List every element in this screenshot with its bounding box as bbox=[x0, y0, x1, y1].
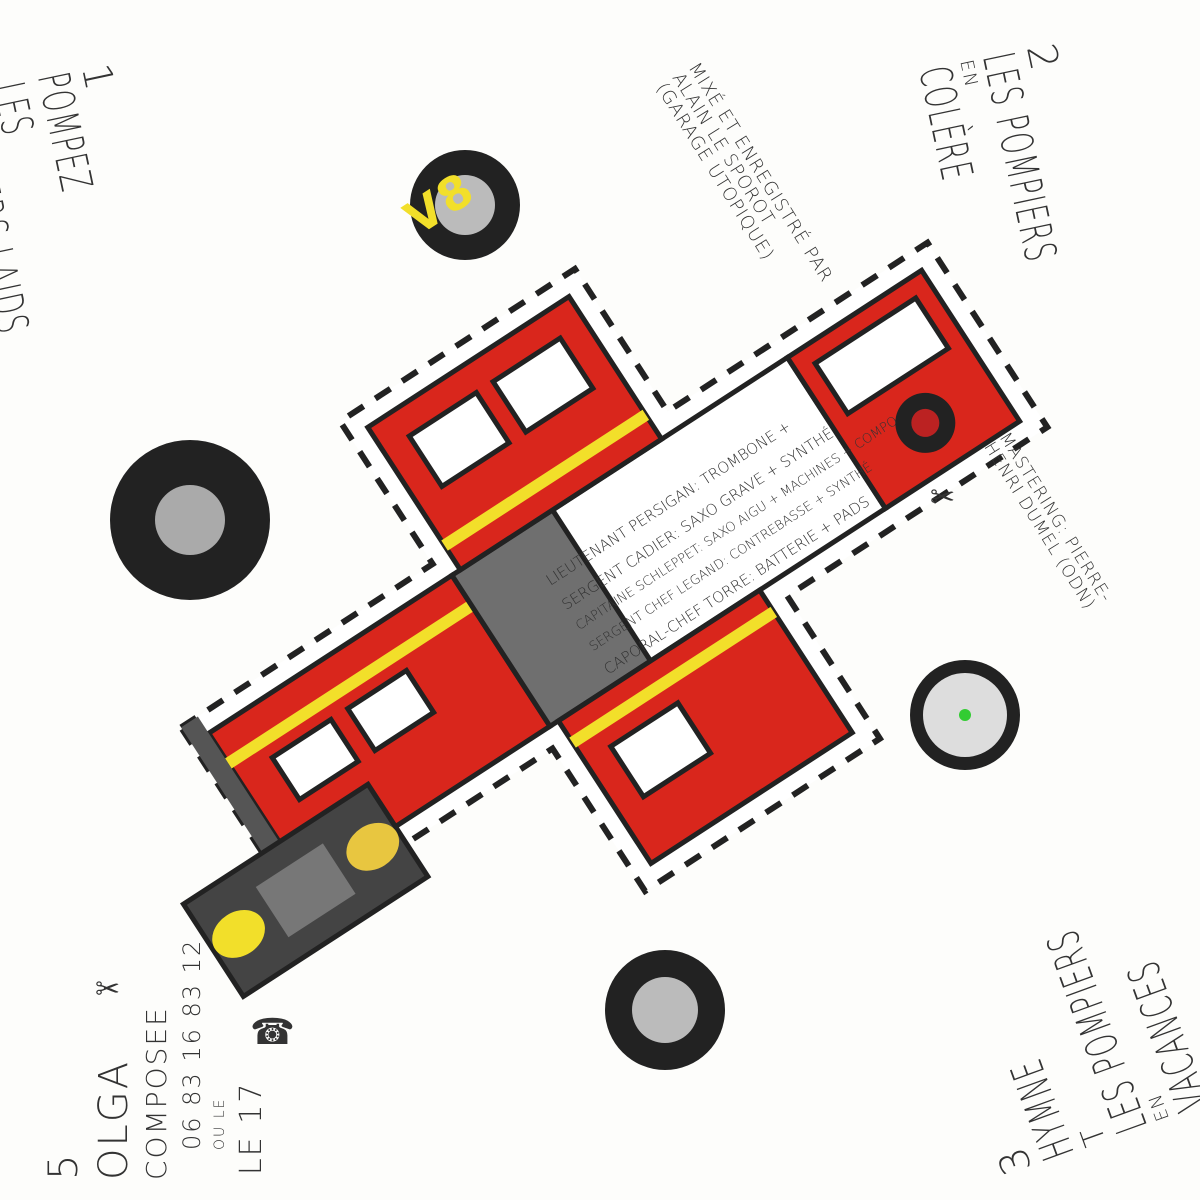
truck-grille bbox=[179, 780, 432, 1000]
telephone-icon: ☎ bbox=[250, 1012, 297, 1053]
track-title-line: COMPOSEE bbox=[140, 1006, 173, 1180]
track-number: 5 bbox=[41, 1152, 87, 1180]
wheel bbox=[605, 950, 725, 1070]
phone-number: 06 83 16 83 12 bbox=[178, 938, 206, 1150]
wheel bbox=[910, 660, 1020, 770]
truck-front bbox=[783, 266, 1024, 512]
track-title-line: OLGA bbox=[91, 1059, 137, 1180]
track-title-line: LE 17 bbox=[234, 1081, 269, 1175]
truck-side-bottom bbox=[554, 586, 856, 867]
scissors-icon: ✂ bbox=[930, 480, 958, 515]
track-title-line: OU LE bbox=[212, 1097, 228, 1150]
truck-side-top bbox=[364, 293, 666, 574]
wheel bbox=[410, 150, 520, 260]
wheel bbox=[110, 440, 270, 600]
scissors-icon: ✂ bbox=[95, 972, 123, 1007]
